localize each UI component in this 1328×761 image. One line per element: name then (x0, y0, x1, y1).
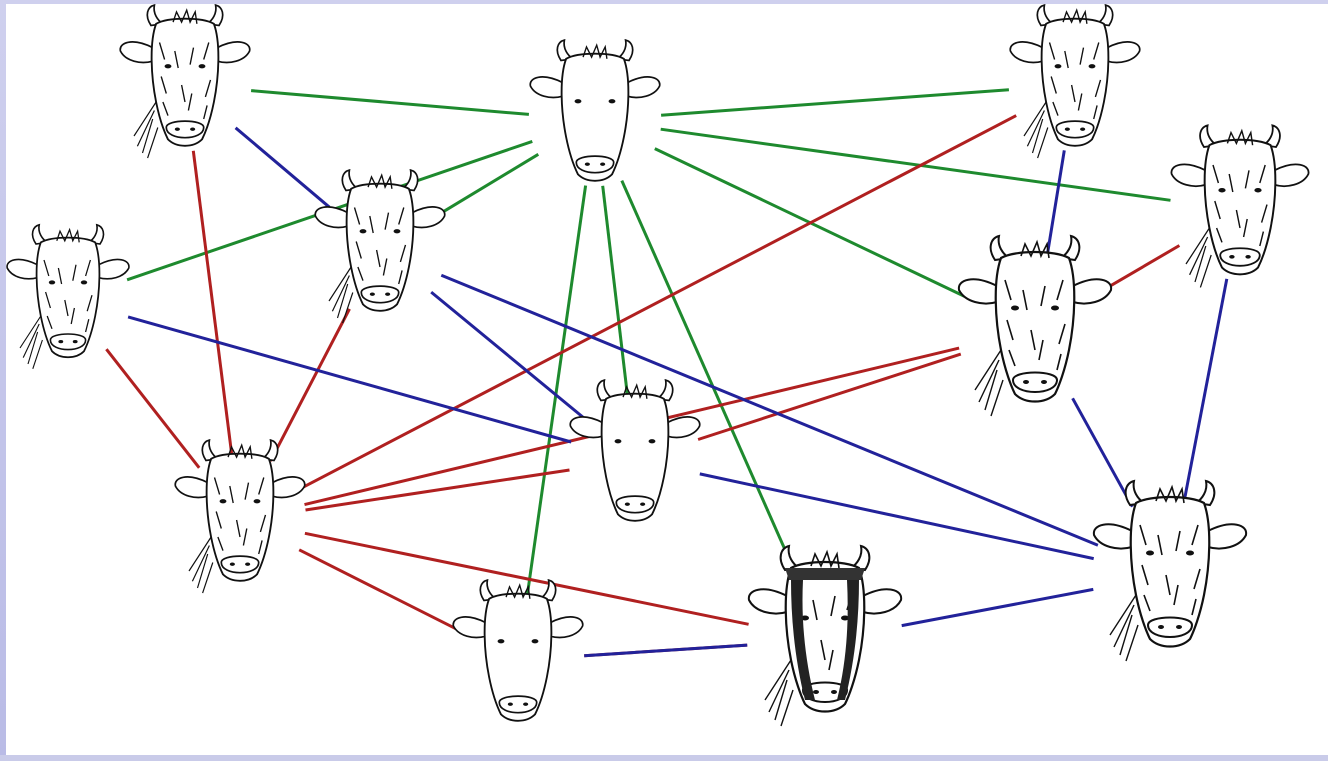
cow-head-icon (959, 236, 1111, 402)
cow-head-icon (1171, 125, 1308, 274)
cow-10-node (959, 236, 1111, 416)
edge-red-cow-1-cow-4 (193, 151, 231, 454)
edge-green-cow-5-cow-9 (661, 129, 1171, 200)
edge-blue-cow-1-cow-2 (236, 128, 330, 207)
cow-7-node (453, 580, 582, 721)
edge-red-cow-4-cow-7 (299, 550, 459, 630)
cow-head-icon (1094, 481, 1246, 647)
edge-blue-cow-6-cow-11 (700, 474, 1094, 559)
cow-6-node (570, 380, 699, 521)
edge-green-cow-5-cow-7 (527, 186, 585, 595)
edge-blue-cow-10-cow-11 (1073, 398, 1133, 506)
cow-head-icon (315, 170, 444, 311)
cow-1-node (120, 5, 249, 158)
edge-green-cow-5-cow-8 (661, 90, 1009, 115)
cow-3-node (7, 225, 129, 369)
cow-11-node (1094, 481, 1246, 661)
cow-2-node (315, 170, 444, 323)
cow-8-node (1010, 5, 1139, 158)
edge-red-cow-9-cow-10 (1102, 246, 1179, 291)
edge-blue-cow-12-cow-11 (902, 589, 1094, 625)
edge-red-cow-2-cow-4 (271, 309, 350, 461)
edge-blue-cow-9-cow-11 (1185, 279, 1227, 499)
edge-green-cow-2-cow-5 (437, 154, 539, 215)
cow-head-icon (120, 5, 249, 146)
cow-head-icon (530, 40, 659, 181)
cow-12-node (749, 546, 901, 726)
cow-head-icon (570, 380, 699, 521)
cow-9-node (1171, 125, 1308, 287)
edge-green-cow-5-cow-6 (603, 186, 628, 394)
cow-head-icon (7, 225, 129, 357)
cow-5-node (530, 40, 659, 181)
edge-green-cow-1-cow-5 (251, 91, 529, 115)
edge-blue-cow-7-cow-12 (584, 645, 747, 656)
edge-red-cow-3-cow-4 (106, 349, 199, 468)
edge-red-cow-4-cow-6 (306, 470, 570, 510)
edge-blue-cow-3-cow-6 (128, 317, 571, 442)
cow-head-icon (1010, 5, 1139, 146)
cow-head-icon (453, 580, 582, 721)
edge-blue-cow-8-cow-10 (1048, 150, 1065, 253)
